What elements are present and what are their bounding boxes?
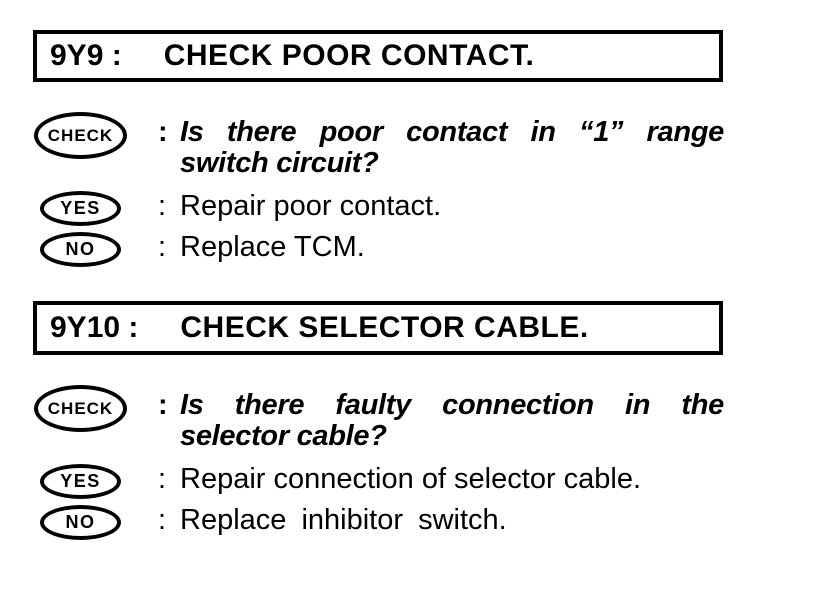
badge-slot: YES	[33, 191, 128, 226]
badge-slot: CHECK	[33, 112, 128, 159]
check-row: CHECK : Is there poor contact in “1” ran…	[33, 112, 816, 179]
answer-line: Repair connection of selector cable.	[180, 463, 642, 495]
question-line: selector cable?	[180, 420, 387, 452]
badge-slot: NO	[33, 232, 128, 267]
question-line: switch circuit?	[180, 147, 379, 179]
badge-slot: CHECK	[33, 385, 128, 432]
yes-row: YES : Repair connection of selector cabl…	[33, 464, 816, 499]
separator-colon: :	[158, 504, 167, 536]
answer-line: Repair poor contact.	[180, 190, 442, 222]
separator-colon: :	[158, 463, 167, 495]
step-title: CHECK SELECTOR CABLE.	[180, 311, 589, 344]
yes-row: YES : Repair poor contact.	[33, 191, 816, 226]
answer-text: Replace inhibitor switch.	[180, 505, 724, 536]
question-text: Is there poor contact in “1” range switc…	[180, 117, 724, 179]
separator-colon: :	[158, 231, 167, 263]
check-row: CHECK : Is there faulty connection in th…	[33, 385, 816, 452]
no-badge: NO	[40, 505, 121, 540]
step-header-9y9: 9Y9 : CHECK POOR CONTACT.	[33, 30, 723, 82]
no-row: NO : Replace inhibitor switch.	[33, 505, 816, 540]
answer-text: Repair poor contact.	[180, 191, 724, 222]
badge-slot: YES	[33, 464, 128, 499]
badge-slot: NO	[33, 505, 128, 540]
answer-line: Replace inhibitor switch.	[180, 504, 507, 536]
no-row: NO : Replace TCM.	[33, 232, 816, 267]
step-code: 9Y9 :	[50, 39, 122, 72]
step-title: CHECK POOR CONTACT.	[163, 39, 535, 72]
yes-badge: YES	[40, 191, 121, 226]
check-badge: CHECK	[34, 112, 127, 159]
answer-text: Replace TCM.	[180, 232, 724, 263]
question-text: Is there faulty connection in the select…	[180, 390, 724, 452]
yes-badge: YES	[40, 464, 121, 499]
separator-colon: :	[158, 190, 167, 222]
check-badge: CHECK	[34, 385, 127, 432]
step-code: 9Y10 :	[50, 311, 139, 344]
answer-text: Repair connection of selector cable.	[180, 464, 724, 495]
answer-line: Replace TCM.	[180, 231, 365, 263]
step-header-9y10: 9Y10 : CHECK SELECTOR CABLE.	[33, 301, 723, 355]
no-badge: NO	[40, 232, 121, 267]
question-line: Is there poor contact in “1” range	[180, 116, 724, 148]
separator-colon: :	[158, 389, 168, 421]
question-line: Is there faulty connection in the	[180, 389, 724, 421]
separator-colon: :	[158, 116, 168, 148]
